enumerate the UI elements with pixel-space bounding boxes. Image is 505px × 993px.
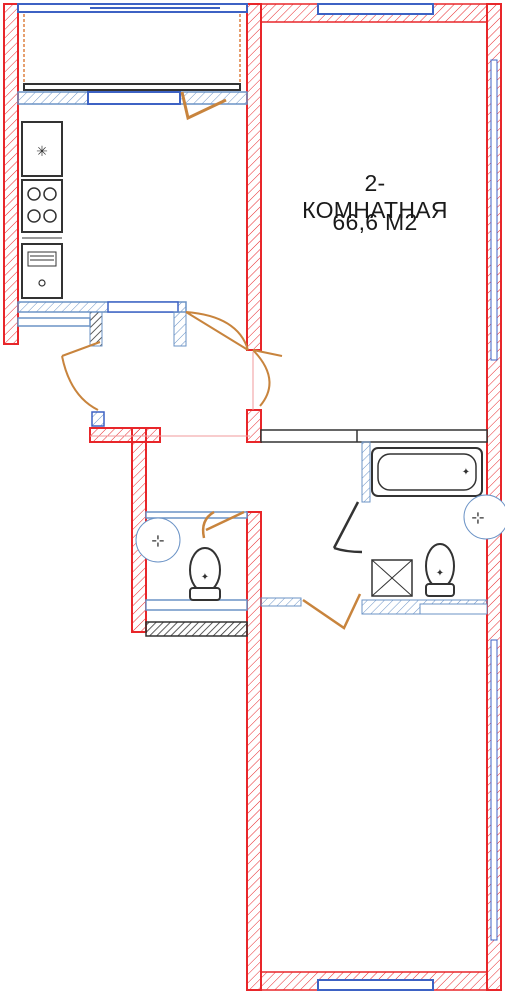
room-door-lower	[302, 593, 362, 630]
central-wall-lower	[246, 511, 262, 991]
bath-wall-left	[361, 441, 371, 503]
entrance-door	[61, 341, 101, 411]
room-door-upper	[252, 349, 283, 407]
bath-sink-tap-icon: ⊹	[471, 508, 484, 527]
wc-top-partition	[145, 511, 248, 519]
kitchen-sink	[21, 243, 63, 299]
wc-toilet	[189, 547, 221, 593]
wc-fixtures: ⊹ ✦	[135, 517, 221, 601]
window-right-upper	[490, 59, 498, 361]
burner-icon	[27, 187, 41, 201]
room-top-partition	[260, 597, 302, 607]
windows	[17, 3, 498, 991]
loggia-door	[180, 91, 227, 121]
bathtub-drain-icon: ✦	[462, 467, 470, 478]
fridge-icon: ✳	[36, 144, 48, 160]
sink-drain-icon	[38, 279, 46, 287]
burner-icon	[43, 187, 57, 201]
fridge	[21, 121, 63, 177]
wc-sink	[135, 517, 181, 563]
wc-bottom-partition	[145, 599, 248, 611]
bath-toilet	[425, 543, 455, 589]
kitchen-small-partition	[17, 317, 91, 327]
doors	[61, 91, 363, 630]
stove	[21, 179, 63, 233]
hall-small-box	[91, 411, 105, 427]
window-right-lower	[490, 639, 498, 941]
bath-toilet-icon: ✦	[436, 568, 444, 579]
bath-sink	[463, 494, 505, 540]
central-wall-middle	[246, 409, 262, 443]
bathtub	[371, 447, 483, 497]
apartment-type-label: 2-КОМНАТНАЯ	[302, 170, 448, 223]
burner-icon	[43, 209, 57, 223]
bath-door	[332, 501, 363, 554]
wc-sink-tap-icon: ⊹	[151, 531, 164, 550]
hall-pier-right	[173, 311, 187, 347]
left-kitchen-wall	[3, 3, 19, 345]
window-top-left	[17, 3, 248, 13]
wc-door	[201, 510, 245, 539]
kitchen-fixtures: ✳	[21, 121, 63, 299]
loggia	[17, 14, 248, 105]
burner-icon	[27, 209, 41, 223]
wc-shaft	[145, 621, 248, 637]
hall-pier-left	[89, 311, 103, 347]
kitchen-door	[185, 311, 249, 351]
stair-wall-horizontal	[89, 427, 161, 443]
wc-toilet-icon: ✦	[201, 572, 209, 583]
apartment-area-label: 66,6 М2	[332, 209, 418, 235]
central-wall-upper	[246, 3, 262, 351]
loggia-rail	[23, 83, 241, 91]
room-bath-partition	[260, 429, 488, 443]
bathroom-fixtures: ✦ ⊹ ✦	[371, 447, 505, 597]
partitions	[17, 301, 488, 637]
